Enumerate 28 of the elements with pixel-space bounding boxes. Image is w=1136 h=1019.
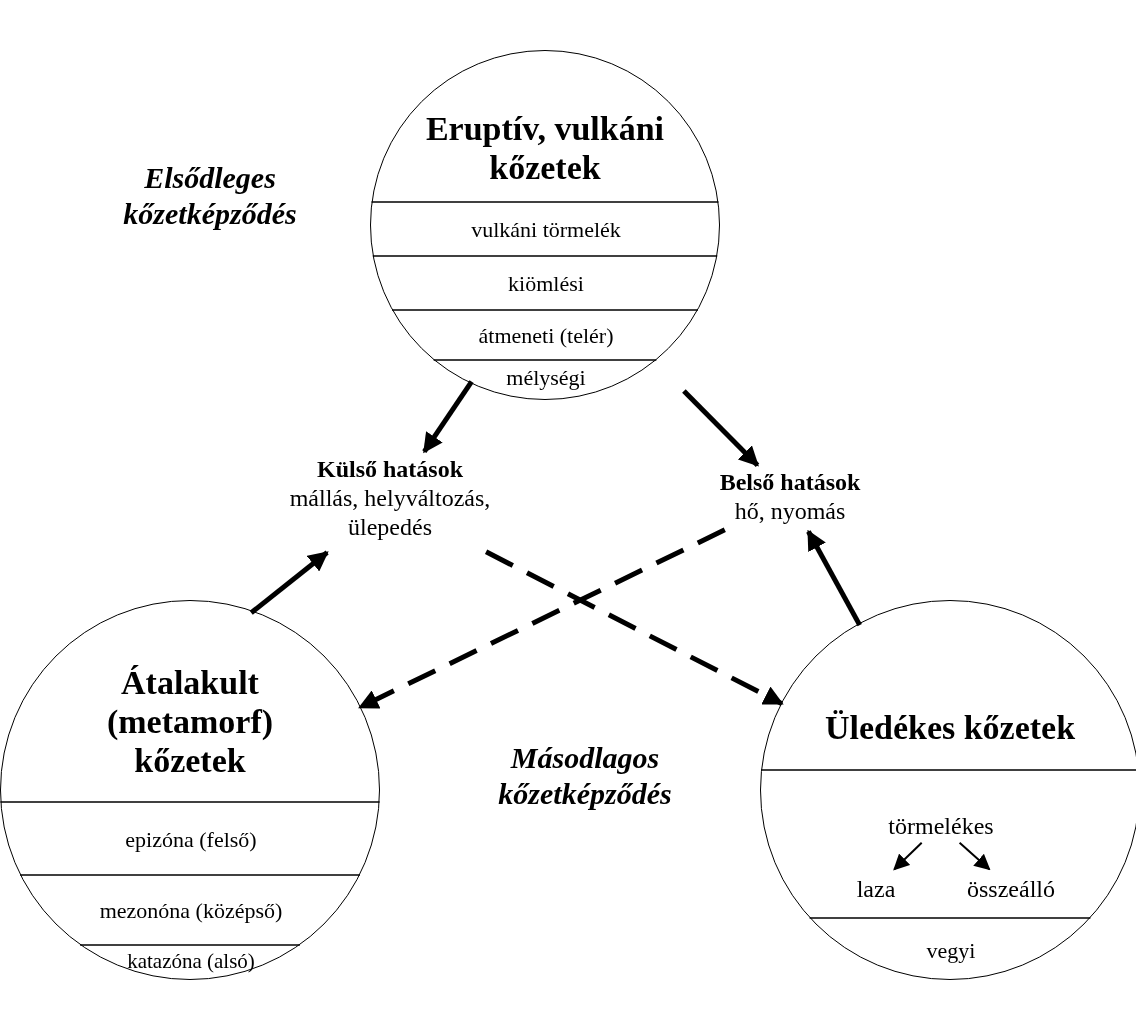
layer-label: összeálló — [956, 871, 1066, 907]
circle-heading: Eruptív, vulkáni kőzetek — [424, 109, 666, 188]
process-caption: Elsődleges kőzetképződés — [122, 160, 298, 232]
arrow — [893, 841, 923, 871]
dashed-arrow — [484, 549, 784, 706]
layer-label: mélységi — [476, 361, 616, 395]
arrow — [958, 841, 991, 871]
layer-label: mezonóna (középső) — [16, 876, 366, 946]
circle-heading: Átalakult (metamorf) kőzetek — [105, 663, 275, 781]
layer-label: katazóna (alsó) — [101, 946, 281, 976]
arrow — [682, 389, 760, 467]
arrow — [249, 550, 329, 615]
layer-label: törmelékes — [881, 809, 1001, 843]
process-description: mállás, helyváltozás, ülepedés — [288, 483, 492, 542]
process-description: hő, nyomás — [733, 496, 847, 526]
circle-heading: Üledékes kőzetek — [823, 708, 1077, 748]
layer-label: laza — [841, 871, 911, 907]
process-title: Belső hatások — [718, 468, 862, 497]
layer-label: vegyi — [881, 926, 1021, 976]
arrow — [422, 380, 474, 454]
layer-label: vulkáni törmelék — [403, 203, 689, 257]
layer-label: epizóna (felső) — [21, 803, 361, 876]
process-caption: Másodlagos kőzetképződés — [497, 740, 673, 812]
dashed-arrow — [358, 527, 726, 710]
process-title: Külső hatások — [315, 455, 465, 484]
arrow — [806, 529, 862, 627]
layer-label: átmeneti (telér) — [435, 311, 657, 361]
layer-label: kiömlési — [413, 257, 679, 311]
